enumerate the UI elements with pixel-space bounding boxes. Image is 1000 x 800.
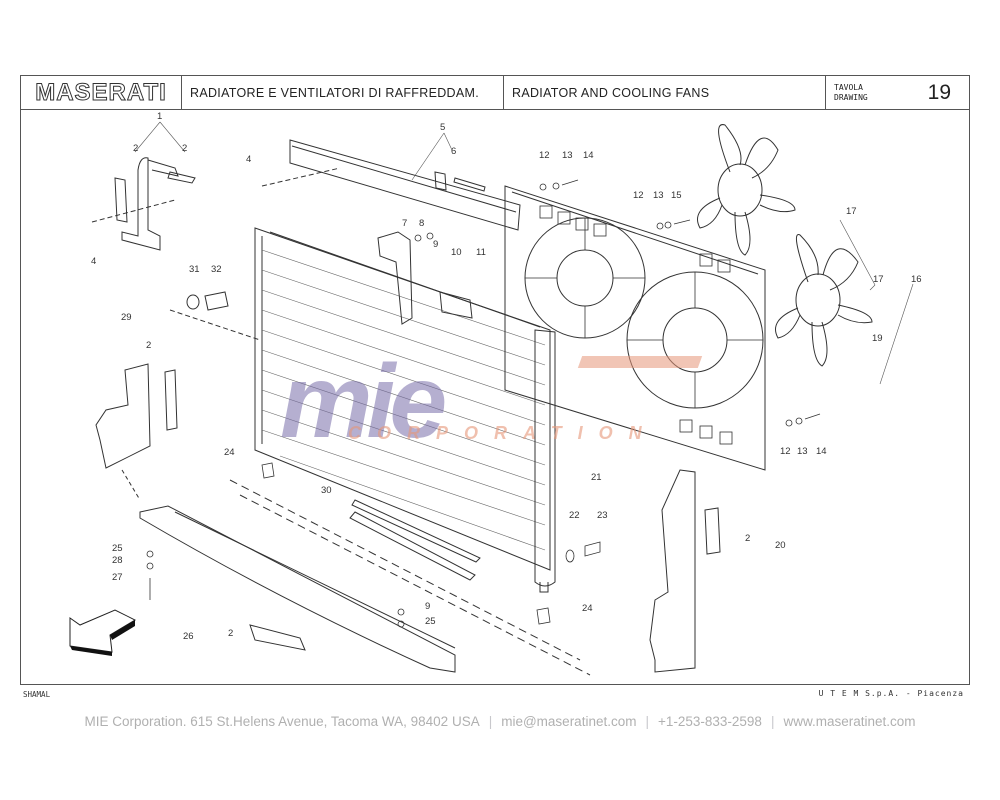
title-italian: RADIATORE E VENTILATORI DI RAFFREDDAM.: [182, 76, 504, 109]
title-english: RADIATOR AND COOLING FANS: [504, 76, 826, 109]
part-callout: 22: [569, 510, 580, 521]
part-callout: 2: [133, 143, 139, 154]
part-callout: 8: [419, 218, 425, 229]
publisher: U T E M S.p.A. - Piacenza: [818, 689, 964, 698]
fan-lower: [775, 234, 873, 367]
part-callout: 12: [633, 190, 644, 201]
part-callout: 4: [246, 154, 252, 165]
model-name: SHAMAL: [23, 690, 51, 699]
part-callout: 17: [873, 274, 884, 285]
fasteners: [146, 179, 821, 628]
part-callout: 23: [597, 510, 608, 521]
fan-upper: [697, 124, 796, 256]
leader-lines: [134, 121, 914, 385]
part-callout: 4: [91, 256, 97, 267]
part-callout: 12: [780, 446, 791, 457]
drawing-label-en: DRAWING: [834, 92, 868, 102]
part-callout: 14: [816, 446, 827, 457]
rubber-strips: [229, 479, 591, 676]
drawing-sheet: MASERATI RADIATORE E VENTILATORI DI RAFF…: [20, 75, 970, 685]
separator: |: [488, 714, 493, 729]
drawing-number: 19: [927, 80, 951, 104]
part-callout: 14: [583, 150, 594, 161]
right-side-bracket: [649, 469, 721, 673]
part-callout: 27: [112, 572, 123, 583]
part-callout: 13: [562, 150, 573, 161]
part-callout: 13: [797, 446, 808, 457]
contact-address: MIE Corporation. 615 St.Helens Avenue, T…: [84, 714, 480, 729]
bottom-plate: [139, 505, 456, 673]
part-callout: 9: [433, 239, 439, 250]
part-callout: 15: [671, 190, 682, 201]
part-callout: 2: [228, 628, 234, 639]
part-callout: 11: [476, 247, 486, 258]
watermark-logo: mie: [280, 344, 447, 460]
part-callout: 2: [182, 143, 188, 154]
part-callout: 24: [224, 447, 235, 458]
part-callout: 5: [440, 122, 446, 133]
part-callout: 25: [112, 543, 123, 554]
separator: |: [770, 714, 775, 729]
part-callout: 24: [582, 603, 593, 614]
part-callout: 2: [745, 533, 751, 544]
part-callout: 10: [451, 247, 462, 258]
part-callout: 28: [112, 555, 123, 566]
drawing-labels: TAVOLA DRAWING: [834, 83, 868, 103]
part-callout: 25: [425, 616, 436, 627]
part-callout: 9: [425, 601, 431, 612]
part-callout: 1: [157, 111, 163, 122]
drawing-number-cell: TAVOLA DRAWING 19: [826, 76, 969, 109]
part-callout: 19: [872, 333, 883, 344]
front-direction-arrow-icon: [69, 609, 137, 656]
part-callout: 7: [402, 218, 408, 229]
drawing-label-it: TAVOLA: [834, 82, 863, 92]
part-callout: 30: [321, 485, 332, 496]
part-callout: 21: [591, 472, 602, 483]
brand-logo-text: MASERATI: [35, 78, 167, 106]
brand-logo: MASERATI: [21, 76, 182, 109]
contact-website[interactable]: www.maseratinet.com: [783, 714, 916, 729]
separator: |: [645, 714, 649, 729]
watermark-subtitle: CORPORATION: [348, 423, 658, 443]
contact-bar: MIE Corporation. 615 St.Helens Avenue, T…: [0, 714, 1000, 729]
title-block: MASERATI RADIATORE E VENTILATORI DI RAFF…: [21, 76, 969, 110]
part-callout: 32: [211, 264, 222, 275]
upper-left-bracket: [91, 157, 196, 251]
part-callout: 20: [775, 540, 786, 551]
part-callout: 6: [451, 146, 457, 157]
part-callout: 2: [146, 340, 152, 351]
contact-phone[interactable]: +1-253-833-2598: [657, 714, 762, 729]
part-callout: 13: [653, 190, 664, 201]
part-callout: 16: [911, 274, 922, 285]
part-callout: 17: [846, 206, 857, 217]
part-callout: 31: [189, 264, 200, 275]
fan-shroud: [504, 185, 766, 471]
top-crossbar: [261, 139, 521, 231]
contact-email[interactable]: mie@maseratinet.com: [501, 714, 637, 729]
watermark-accent-bar: [577, 356, 703, 368]
part-callout: 12: [539, 150, 550, 161]
part-callout: 29: [121, 312, 132, 323]
thermo-switch: [169, 291, 261, 341]
part-callout: 26: [183, 631, 194, 642]
left-side-bracket: [95, 363, 178, 501]
radiator-core: [254, 227, 556, 593]
